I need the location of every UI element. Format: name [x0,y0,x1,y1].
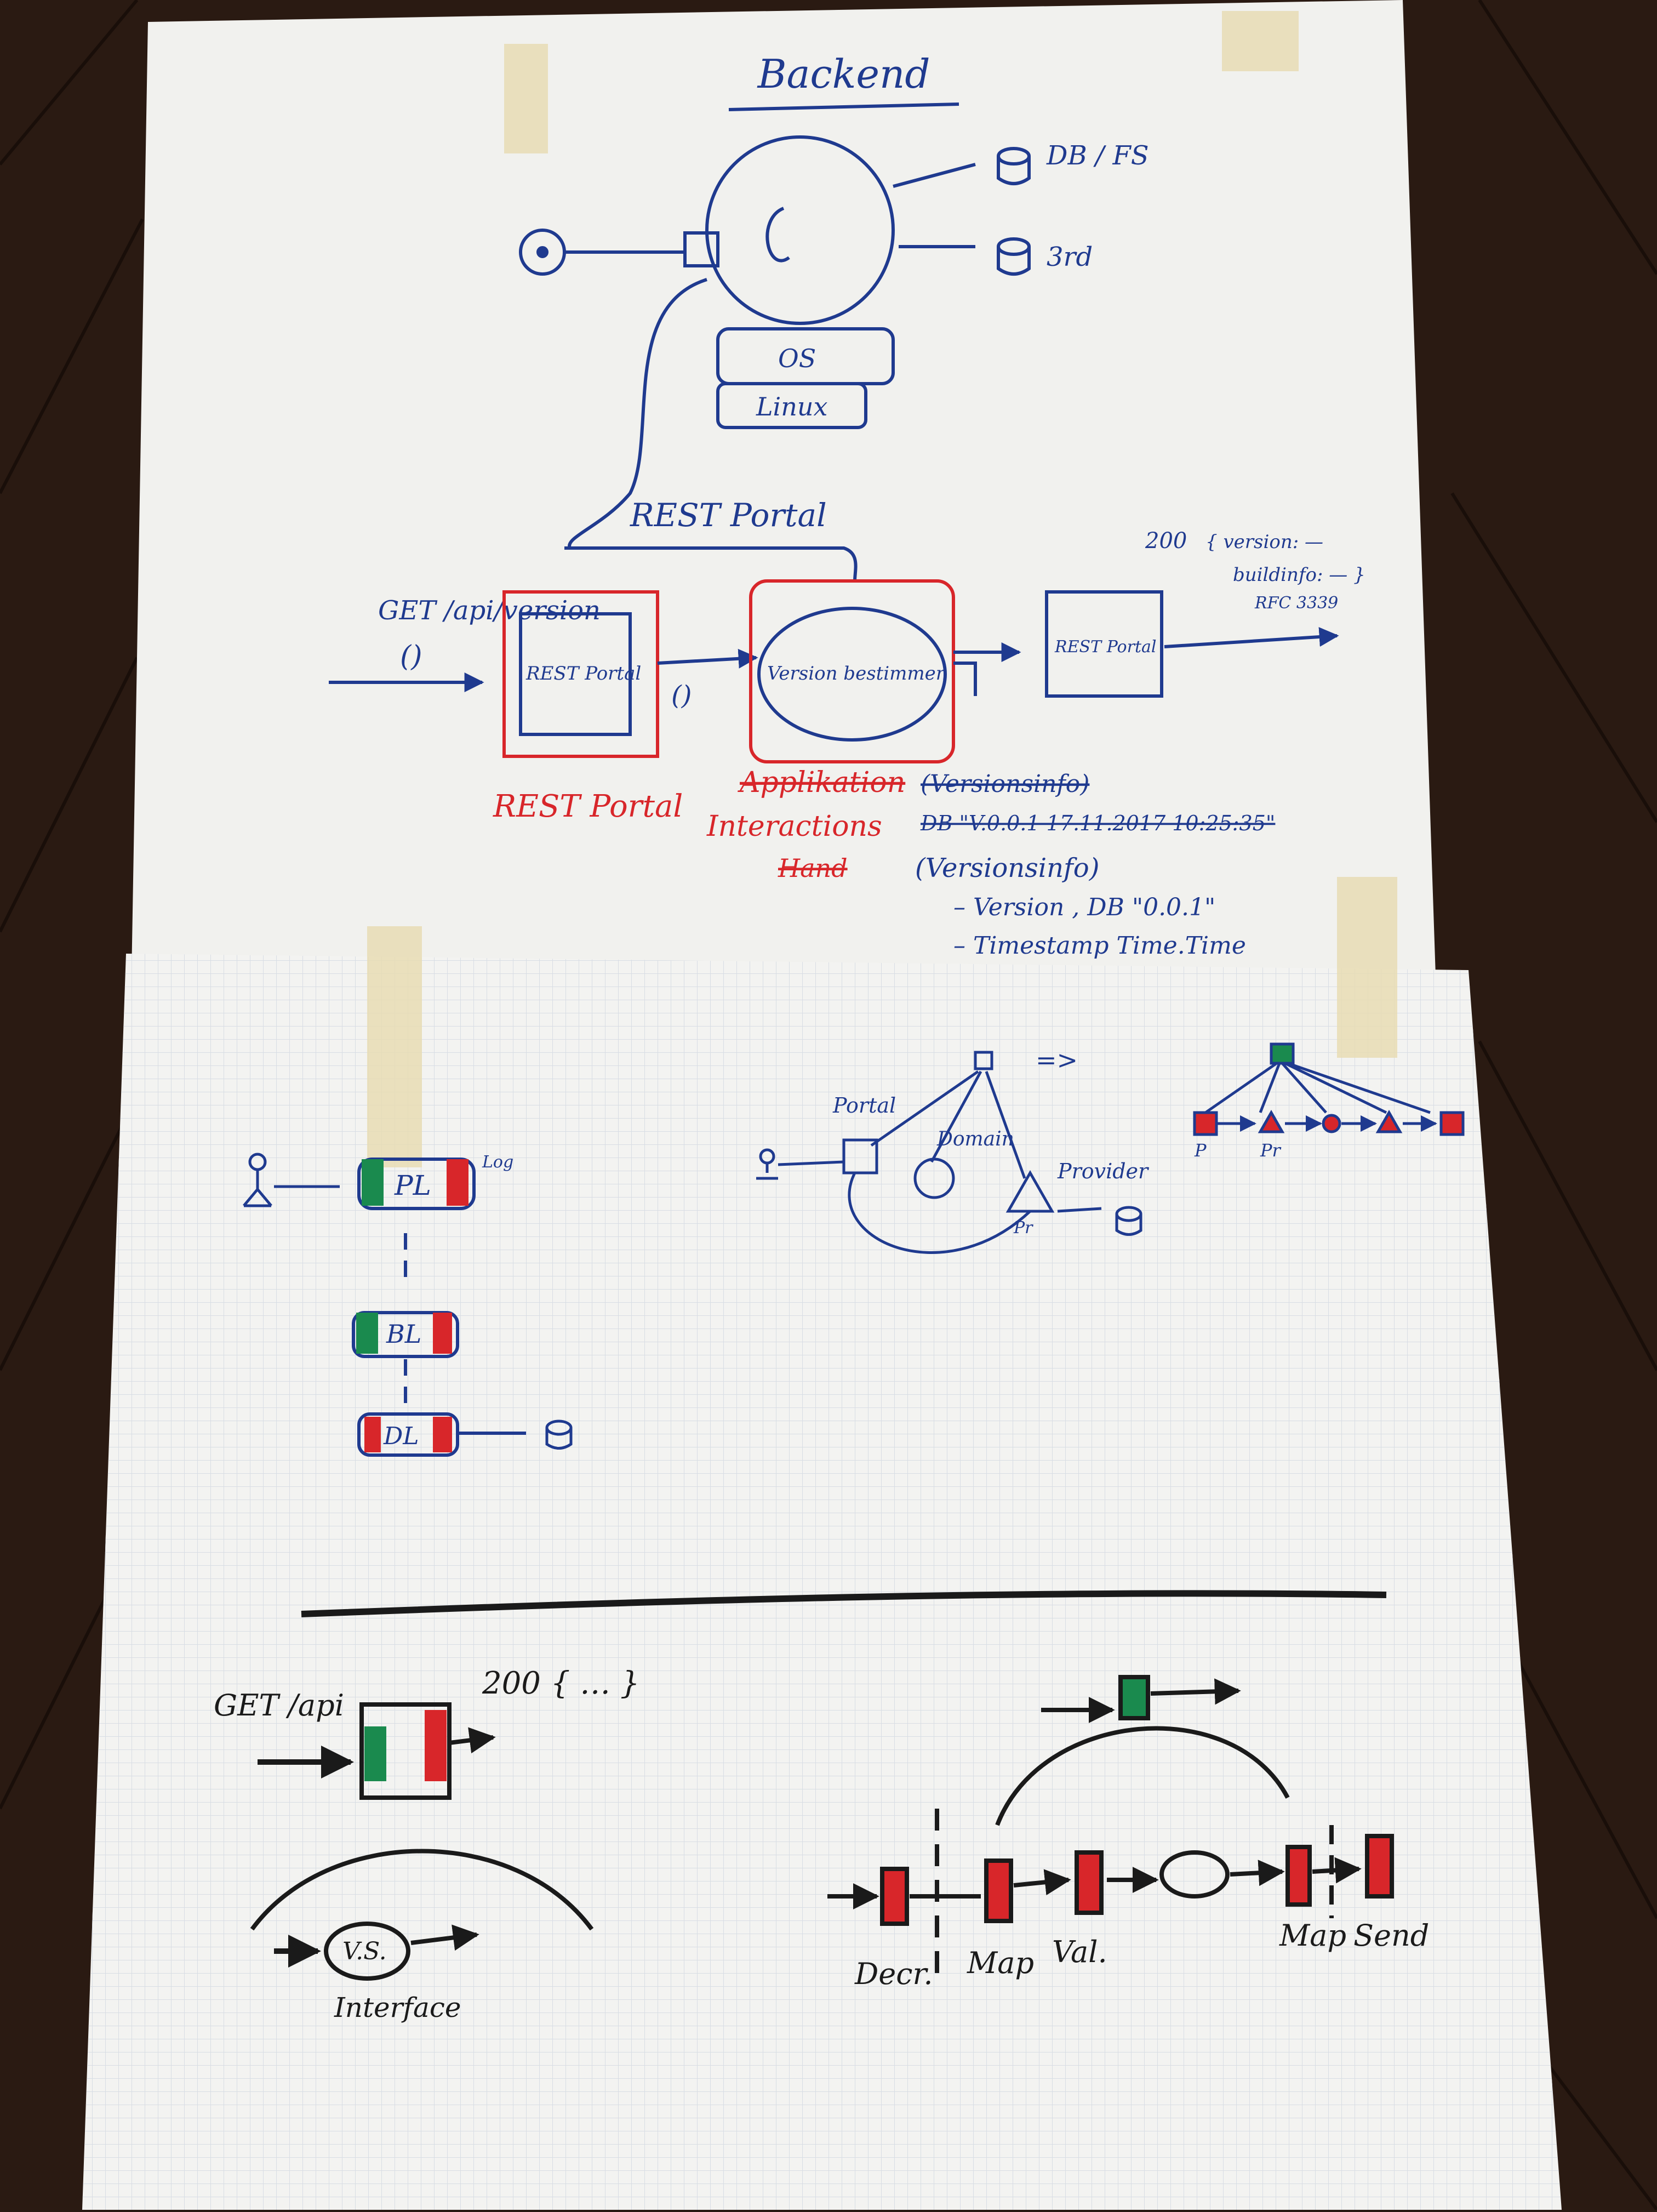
provider-label: Provider [1057,1159,1150,1183]
vs-node [274,1922,479,1981]
rest-portal-box-3 [1045,590,1163,698]
label-decr: Decr. [854,1957,933,1991]
response-line-2: buildinfo: — } [1233,564,1365,586]
label-send: Send [1353,1918,1429,1953]
os-stack [716,327,895,429]
bottom-handler-box [258,1702,496,1800]
rest-portal-box-3-label: REST Portal [1054,637,1157,657]
rest-portal-box-1 [502,590,659,758]
title-underline [728,102,959,111]
label-map-1: Map [967,1946,1034,1980]
version-bestimmen-label: Version bestimmen [767,663,948,685]
log-label: Log [482,1153,513,1172]
sheet-2 [82,954,1562,2210]
versionsinfo-title: (Versionsinfo) [915,853,1099,883]
red-hand-struck: Hand [778,853,848,883]
response-line-1: { version: — [1205,531,1323,553]
bl-label: BL [386,1319,421,1349]
db-fs-label: DB / FS [1046,140,1149,171]
bl-layer [352,1311,459,1358]
output-arrow [1164,627,1339,648]
get-version-label: GET /api/version [378,595,601,626]
pipeline-label-pr: Pr [1260,1140,1282,1161]
database-icon [997,147,1031,185]
system-core [519,135,976,549]
paren-mid: () [671,680,692,711]
pr-label: Pr [1013,1218,1033,1238]
tape-strips [367,11,1397,1167]
sheet-title: Backend [757,51,930,97]
response-line-3: RFC 3339 [1254,594,1338,613]
bottom-pipeline [827,1675,1394,1984]
rest-portal-box-1-label: REST Portal [525,663,641,685]
interface-label: Interface [334,1992,461,2023]
struck-db-line: DB "V.0.0.1 17.11.2017 10:25:35" [920,811,1275,835]
third-party-label: 3rd [1047,242,1093,272]
actor-icon [243,1153,340,1207]
vs-label: V.S. [342,1937,387,1965]
section-divider [301,1590,1387,1617]
bottom-response-label: 200 { … } [482,1666,640,1701]
red-interactions-label: Interactions [706,810,882,843]
pl-label: PL [394,1170,431,1201]
pl-layer [357,1158,476,1210]
pipeline-tree [1193,1042,1465,1136]
dl-label: DL [383,1422,419,1450]
dl-layer [357,1412,573,1457]
red-rest-portal-label: REST Portal [493,789,683,824]
rest-portal-top-label: REST Portal [630,497,827,534]
response-code: 200 [1145,528,1187,554]
cluster-diagram [756,1051,1102,1255]
paren-in: () [400,640,422,673]
third-party-icon [997,237,1031,276]
struck-versionsinfo: (Versionsinfo) [921,770,1089,798]
cluster-db-icon [1115,1206,1142,1236]
version-bestimmen-box [749,579,955,763]
sheet-1 [132,0,1436,976]
portal-label: Portal [832,1093,896,1118]
bottom-get-label: GET /api [214,1688,344,1723]
bottom-left-arc [250,1849,594,1931]
label-map-2: Map [1279,1918,1346,1953]
arrow-2-3 [953,652,1019,696]
domain-label: Domain [936,1128,1014,1150]
arrow-1-2 [657,648,758,669]
pipeline-label-p: P [1194,1140,1207,1161]
rest-portal-arc [564,546,858,581]
versionsinfo-line-1: – Version , DB "0.0.1" [953,893,1215,921]
implies-arrow: => [1036,1045,1078,1075]
os-label: OS [778,344,816,373]
linux-label: Linux [756,392,828,421]
label-val: Val. [1052,1935,1107,1969]
versionsinfo-line-2: – Timestamp Time.Time [953,932,1246,960]
red-applikation-struck: Applikation [738,766,905,799]
